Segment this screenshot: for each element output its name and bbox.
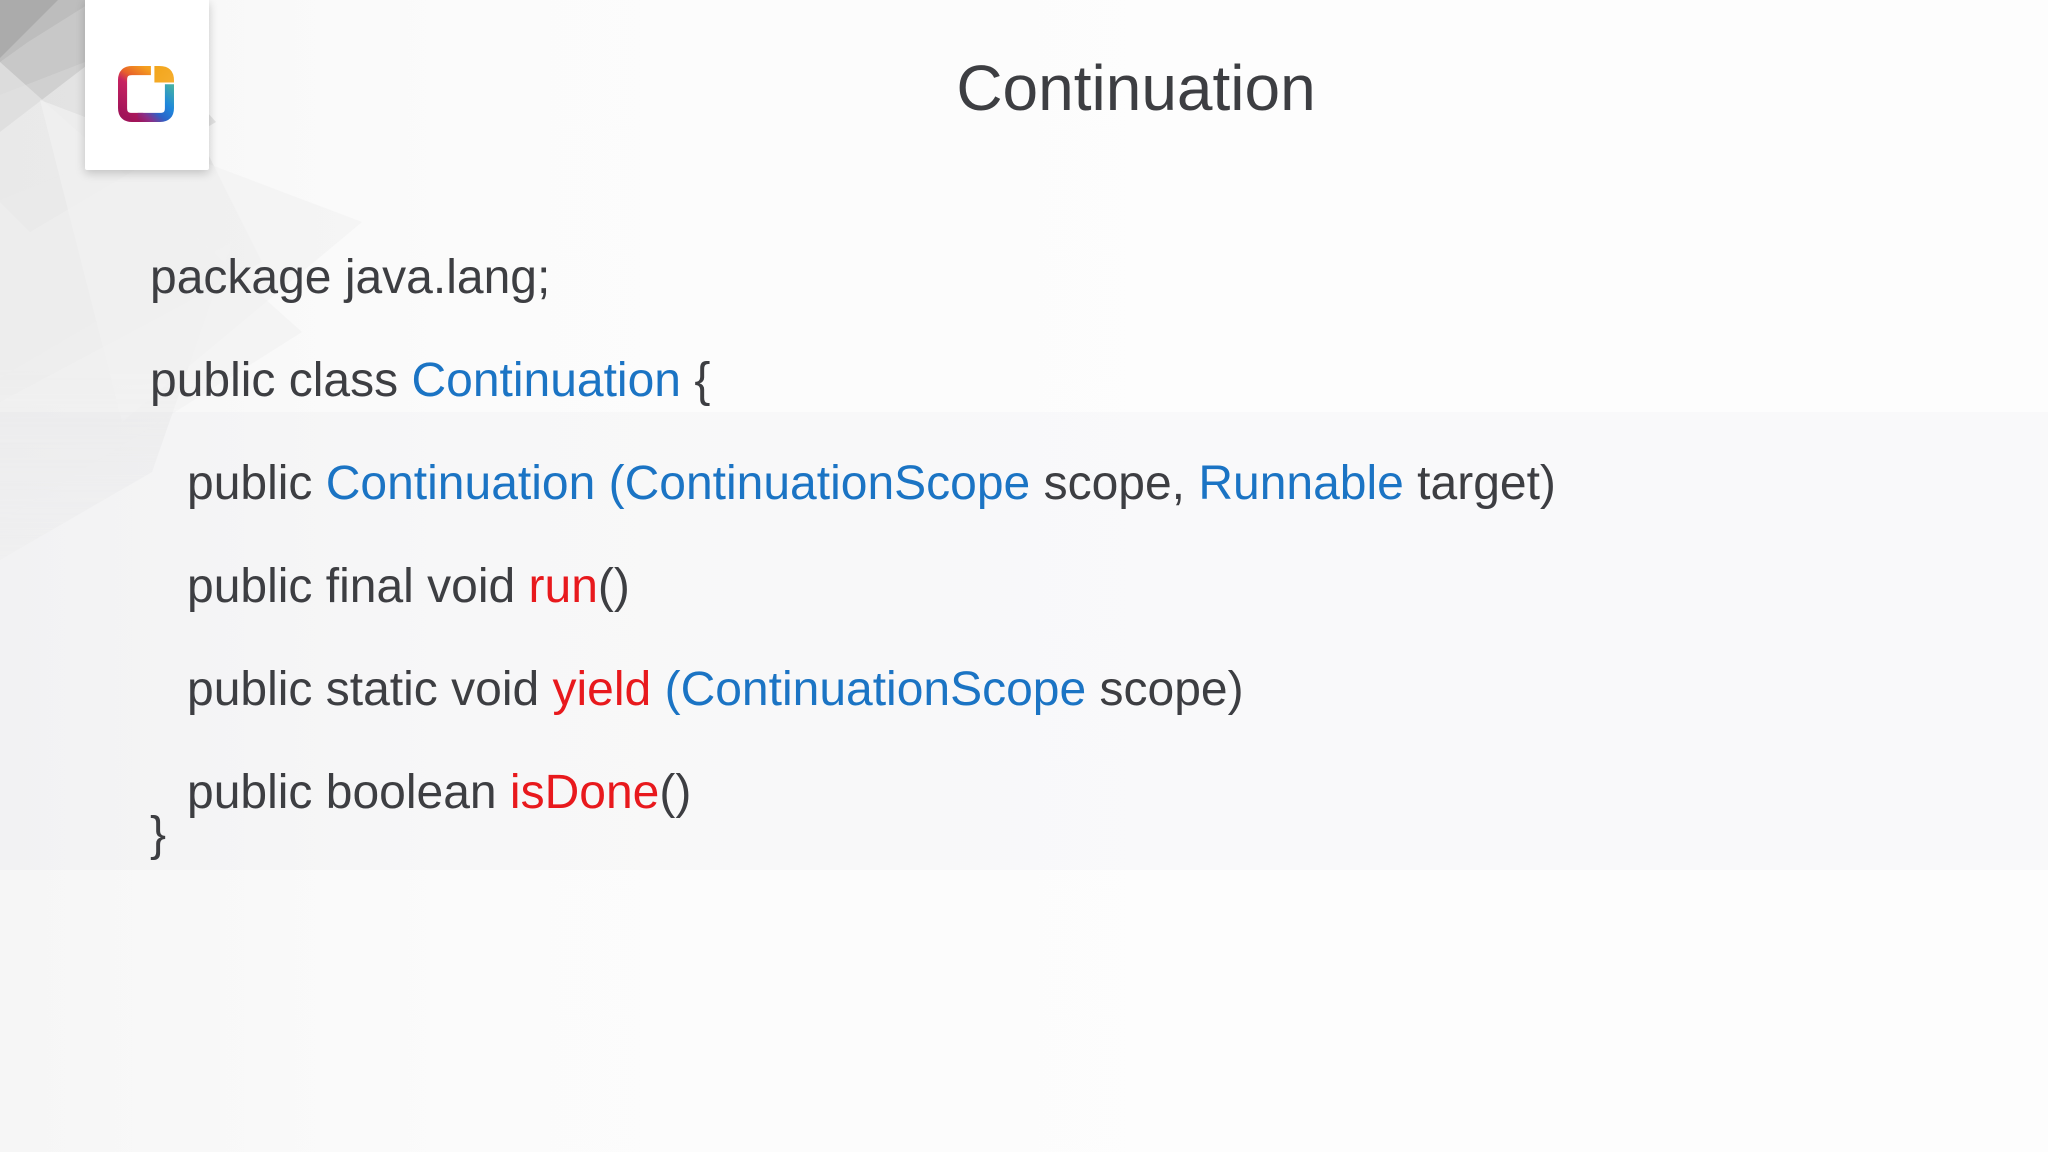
code-segment: scope): [1086, 663, 1244, 716]
logo-stroke-top-left: [118, 66, 151, 122]
slide-title: Continuation: [956, 52, 1316, 124]
code-segment: public: [187, 457, 326, 510]
code-segment: (): [597, 560, 630, 613]
code-line: public class Continuation {: [150, 357, 710, 405]
code-line: public boolean isDone(): [187, 769, 691, 817]
code-segment: public class: [150, 354, 412, 407]
code-segment: {: [680, 354, 711, 407]
logo-corner-leaf: [154, 66, 174, 83]
code-line: public static void yield (ContinuationSc…: [187, 666, 1244, 714]
code-segment: Runnable: [1198, 457, 1404, 510]
code-segment: [651, 663, 664, 716]
code-segment: target): [1403, 457, 1556, 510]
code-segment: Continuation: [411, 354, 681, 407]
code-segment: (ContinuationScope: [664, 663, 1087, 716]
code-segment: package java.lang;: [150, 251, 551, 304]
code-segment: public static void: [187, 663, 553, 716]
code-segment: yield: [552, 663, 652, 716]
code-segment: isDone: [509, 766, 660, 819]
code-line: public final void run(): [187, 563, 630, 611]
logo-card: [85, 0, 209, 170]
code-line: public Continuation (ContinuationScope s…: [187, 460, 1556, 508]
code-segment: run: [528, 560, 598, 613]
code-segment: public final void: [187, 560, 529, 613]
logo-icon: [118, 66, 174, 122]
code-line: }: [150, 811, 166, 859]
code-segment: (): [659, 766, 692, 819]
code-line: package java.lang;: [150, 254, 550, 302]
code-segment: (ContinuationScope: [608, 457, 1031, 510]
code-segment: Continuation: [325, 457, 596, 510]
logo-stroke-bottom-right: [137, 84, 174, 122]
code-segment: scope,: [1030, 457, 1199, 510]
code-segment: [595, 457, 608, 510]
code-segment: public boolean: [187, 766, 510, 819]
code-segment: }: [150, 808, 167, 861]
